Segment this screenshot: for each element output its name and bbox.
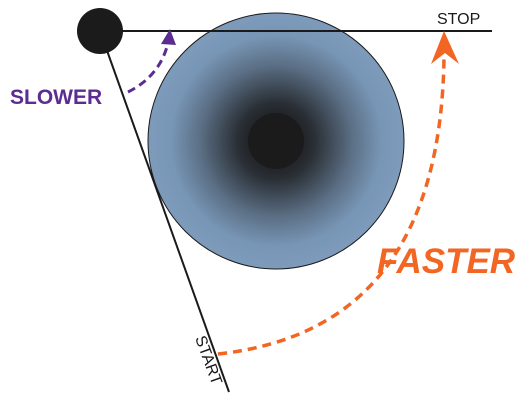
disc-core — [248, 113, 304, 169]
faster-path — [217, 57, 446, 356]
faster-arrowhead — [431, 31, 459, 64]
start-label: START — [191, 334, 224, 388]
slower-path — [127, 42, 170, 94]
ball — [77, 8, 123, 54]
faster-label: FASTER — [377, 242, 516, 281]
slower-label: SLOWER — [10, 86, 102, 109]
stop-label: STOP — [437, 11, 480, 28]
slower-arrowhead — [161, 29, 176, 45]
start-line — [99, 30, 230, 393]
